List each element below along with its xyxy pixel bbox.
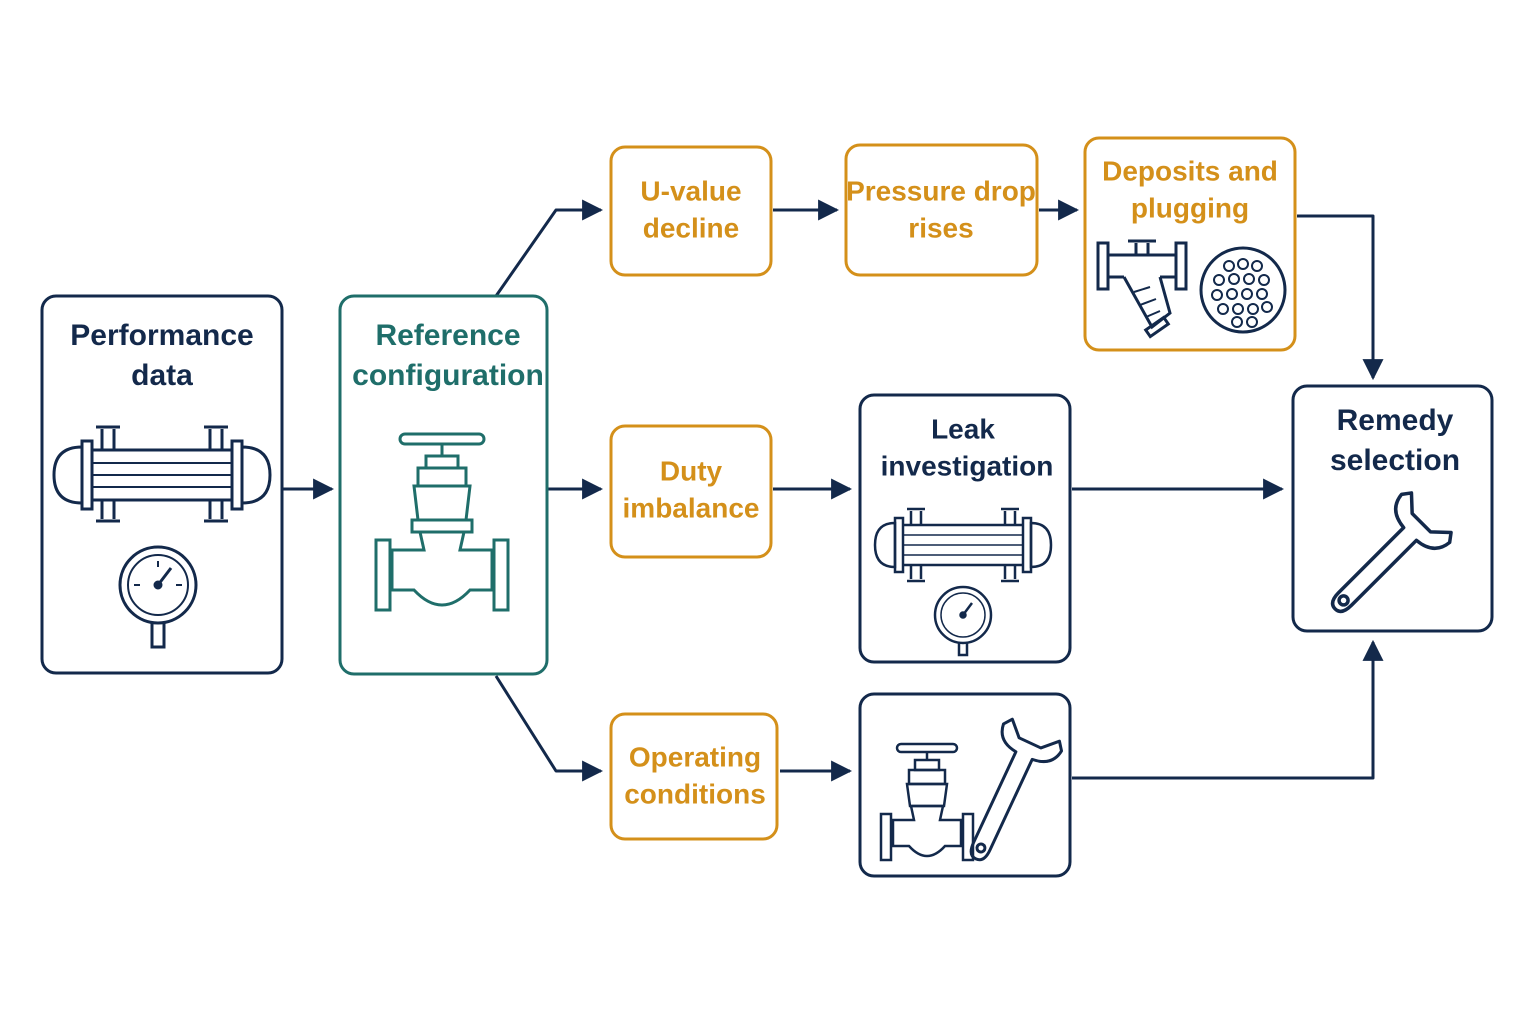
arrow-reference-to-operating: [494, 675, 604, 782]
arrow-deposits-to-remedy: [1297, 214, 1384, 381]
node-box: [858, 393, 1072, 664]
node-label-line1: Pressure drop: [846, 175, 1036, 206]
node-deposits-and-plugging: Deposits and plugging: [1083, 136, 1297, 352]
wrench-icon: [1330, 491, 1453, 614]
gate-valve-icon: [374, 432, 510, 612]
node-label-line2: plugging: [1131, 192, 1249, 223]
node-label-line1: Operating: [629, 741, 761, 772]
node-label-line2: selection: [1330, 444, 1460, 477]
node-box: [609, 145, 773, 277]
node-box: [844, 143, 1039, 277]
node-performance-data: Performance data: [40, 294, 284, 675]
gate-valve-icon: [879, 742, 975, 862]
node-label-line2: configuration: [352, 359, 544, 392]
node-box: [858, 692, 1072, 878]
node-operating-conditions: Operating conditions: [609, 712, 779, 841]
node-label-line1: Reference: [375, 319, 520, 352]
strainer-icon: [1096, 239, 1188, 339]
node-label-line1: Deposits and: [1102, 155, 1278, 186]
pressure-gauge-icon: [933, 585, 993, 657]
node-label-line1: U-value: [640, 175, 741, 206]
pressure-gauge-icon: [118, 545, 198, 649]
node-label-line2: imbalance: [623, 492, 760, 523]
heat-exchanger-icon: [52, 425, 272, 523]
node-label-line2: rises: [908, 212, 973, 243]
node-label-line2: investigation: [881, 450, 1054, 481]
node-box: [609, 424, 773, 559]
arrow-adjustment-to-remedy: [1072, 639, 1384, 780]
node-label-line1: Leak: [931, 413, 995, 444]
node-operating-adjustment: [858, 692, 1072, 878]
node-box: [1291, 384, 1494, 633]
node-label-line1: Duty: [660, 455, 723, 486]
node-label-line2: conditions: [624, 778, 766, 809]
node-duty-imbalance: Duty imbalance: [609, 424, 773, 559]
arrow-reference-to-u-value: [494, 199, 604, 297]
node-label-line2: data: [131, 359, 193, 392]
node-label-line1: Performance: [70, 319, 253, 352]
node-label-line2: decline: [643, 212, 739, 243]
connectors: [283, 199, 1384, 782]
tube-sheet-icon: [1199, 246, 1287, 334]
node-box: [609, 712, 779, 841]
node-leak-investigation: Leak investigation: [858, 393, 1072, 664]
node-pressure-drop-rises: Pressure drop rises: [844, 143, 1039, 277]
node-reference-configuration: Reference configuration: [338, 294, 549, 676]
node-box: [40, 294, 284, 675]
node-remedy-selection: Remedy selection: [1291, 384, 1494, 633]
wrench-icon: [969, 717, 1064, 862]
heat-exchanger-icon: [873, 507, 1053, 583]
node-u-value-decline: U-value decline: [609, 145, 773, 277]
node-label-line1: Remedy: [1337, 404, 1454, 437]
